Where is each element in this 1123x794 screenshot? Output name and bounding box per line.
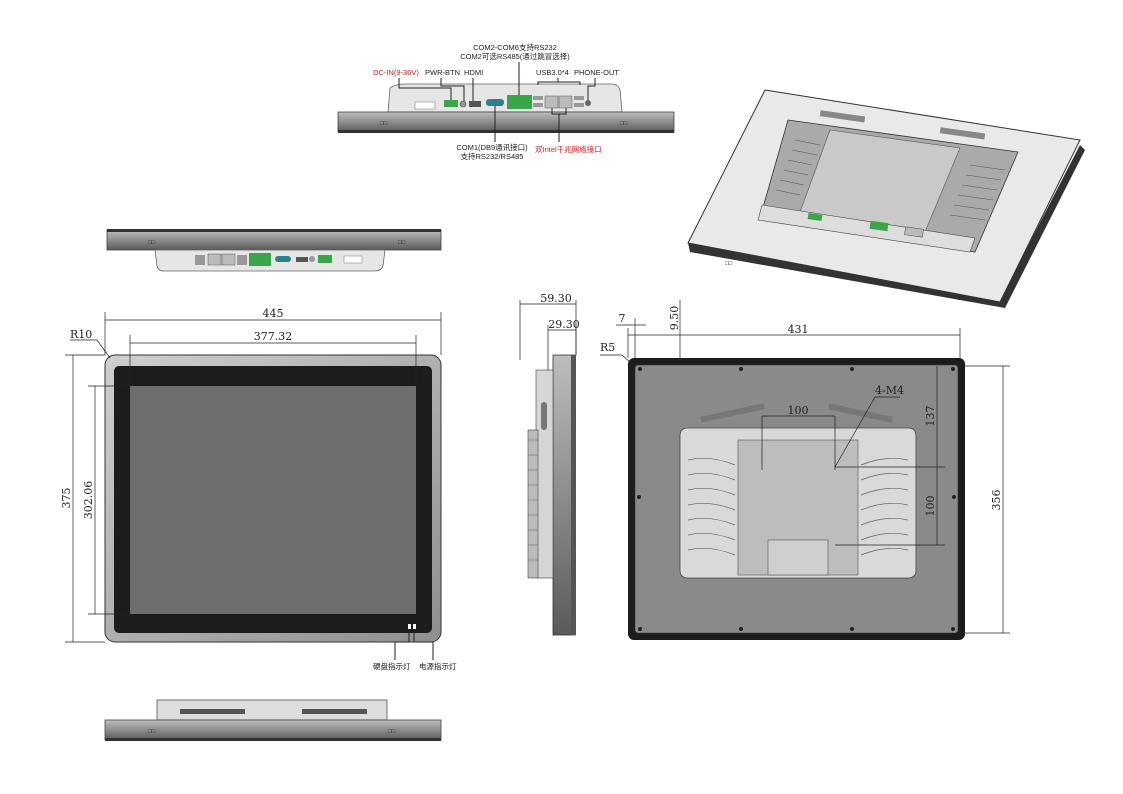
phone-out-label: PHONE-OUT <box>574 68 619 77</box>
com2-rs485-label: COM2可选RS485(通过跳冒选择) <box>460 51 570 61</box>
dim-radius: R10 <box>70 328 92 341</box>
dim-back-radius: R5 <box>600 341 615 354</box>
com1-port <box>486 99 504 106</box>
hdd-led <box>408 624 411 629</box>
com1-label: COM1(DB9通讯接口) <box>456 142 528 152</box>
dim-hole-spacing-h: 100 <box>788 404 809 417</box>
dim-holes: 4-M4 <box>875 384 904 397</box>
dim-bezel: 7 <box>619 312 626 325</box>
dc-in-connector <box>444 100 458 107</box>
dim-back-width: 431 <box>788 323 809 336</box>
display-area <box>130 386 416 614</box>
power-led <box>413 624 416 629</box>
hdmi-label: HDMI <box>464 68 483 77</box>
dim-display-height: 302.06 <box>82 481 95 520</box>
svg-text:□□: □□ <box>380 121 388 127</box>
hdd-led-label: 硬盘指示灯 <box>373 661 411 671</box>
svg-text:□□: □□ <box>958 296 966 302</box>
dim-display-width: 377.32 <box>254 330 293 343</box>
power-led-label: 电源指示灯 <box>419 661 457 671</box>
lan-label: 双Intel千兆网络接口 <box>535 144 602 154</box>
bottom-io-view: □□ □□ <box>106 229 442 272</box>
dim-hole-spacing-v: 100 <box>924 496 937 517</box>
dim-depth: 59.30 <box>540 292 572 305</box>
power-button <box>459 100 467 108</box>
bottom-view: □□ □□ <box>104 699 442 741</box>
svg-text:□□: □□ <box>725 261 733 267</box>
hdmi-port <box>469 101 481 107</box>
back-view: 431 7 9.50 R5 100 4-M4 356 137 100 <box>600 300 1010 640</box>
svg-text:□□: □□ <box>148 729 156 735</box>
dim-height: 375 <box>60 488 73 509</box>
audio-jack <box>585 100 591 106</box>
usb-label: USB3.0*4 <box>536 68 569 77</box>
svg-text:□□: □□ <box>388 729 396 735</box>
lan-port-1 <box>544 95 559 109</box>
lan-port-2 <box>558 95 573 109</box>
dim-offset: 9.50 <box>668 306 681 331</box>
dim-back-height: 356 <box>990 490 1003 511</box>
top-io-view: □□ □□ DC-IN(9-36V) PWR-BTN HDMI COM2-COM… <box>337 42 675 161</box>
svg-text:□□: □□ <box>620 121 628 127</box>
dim-top-offset: 137 <box>924 406 937 427</box>
svg-text:□□: □□ <box>148 240 156 246</box>
isometric-back-view: □□ □□ <box>687 89 1085 308</box>
dim-width: 445 <box>263 307 284 320</box>
dim-body-depth: 29.30 <box>548 318 580 331</box>
side-view: 59.30 29.30 <box>519 292 580 636</box>
com2-com6-label: COM2-COM6支持RS232 <box>473 42 557 52</box>
svg-text:□□: □□ <box>398 240 406 246</box>
dc-in-label: DC-IN(9-36V) <box>373 68 419 77</box>
front-view: 硬盘指示灯 电源指示灯 445 377.32 375 302.06 R10 <box>60 307 457 671</box>
com1-rs-label: 支持RS232/RS485 <box>461 151 524 161</box>
com-terminal-block <box>507 95 532 109</box>
pwr-btn-label: PWR-BTN <box>425 68 460 77</box>
